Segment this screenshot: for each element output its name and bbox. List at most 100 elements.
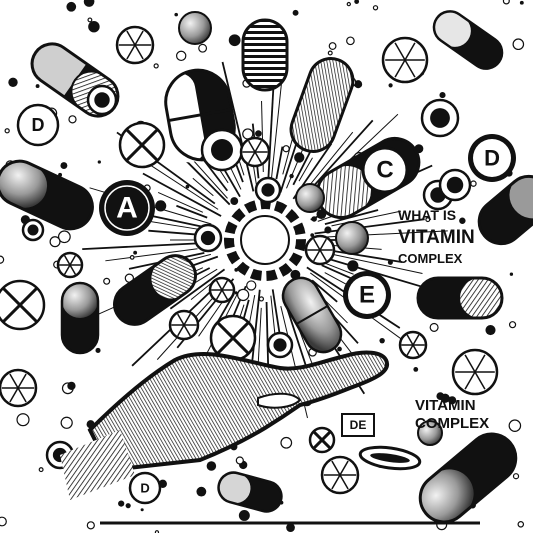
dot — [388, 83, 393, 88]
dot — [140, 508, 144, 512]
dot — [459, 217, 466, 224]
dot — [234, 291, 238, 295]
emblem-circle — [209, 314, 257, 362]
dot — [379, 337, 385, 344]
dot — [255, 130, 262, 137]
dot — [4, 128, 10, 134]
dot — [174, 12, 178, 17]
dot — [294, 152, 305, 163]
dot — [246, 280, 257, 291]
dot — [129, 255, 135, 260]
dot — [508, 419, 522, 432]
badge-e: E — [343, 271, 391, 319]
ray-line — [221, 61, 255, 192]
capsule-top-center-striped — [241, 18, 289, 92]
dot — [153, 63, 159, 69]
emblem-circle — [266, 331, 294, 359]
dot — [280, 436, 293, 449]
heading-line-2: VITAMIN — [398, 227, 475, 248]
emblem-circle — [208, 276, 236, 304]
ray-line — [275, 146, 284, 180]
ray-line — [314, 218, 425, 235]
emblem-circle — [335, 221, 369, 255]
dot — [387, 259, 393, 265]
heading-line-1: WHAT IS — [398, 207, 456, 223]
ray-line — [271, 289, 281, 335]
emblem-circle — [304, 234, 336, 266]
dot — [0, 255, 5, 264]
footer-line-2: COMPLEX — [415, 415, 489, 432]
dot — [57, 230, 71, 244]
ray-line — [169, 268, 226, 310]
dot — [324, 226, 332, 234]
dot — [88, 20, 100, 33]
dot — [509, 272, 514, 276]
emblem-circle — [178, 11, 212, 45]
capsule-right-horizontal — [416, 276, 504, 320]
dot — [311, 216, 317, 222]
ray-line — [181, 156, 231, 206]
ray-line — [266, 79, 275, 191]
emblem-circle — [193, 223, 223, 253]
dot — [337, 346, 342, 352]
dot — [67, 381, 76, 391]
badge-a-letter: A — [116, 192, 138, 225]
heading-block: WHAT IS VITAMIN COMPLEX — [398, 207, 475, 266]
dot — [470, 180, 477, 187]
dot — [125, 503, 131, 509]
badge-e-letter: E — [359, 282, 375, 309]
dot — [512, 38, 525, 51]
dot — [448, 396, 457, 405]
dot — [425, 217, 431, 223]
capsule-center-gray — [281, 276, 343, 354]
footer-line-1: VITAMIN — [415, 397, 476, 414]
ray-line — [148, 229, 204, 236]
badge-c: C — [361, 146, 409, 194]
dot — [328, 42, 337, 50]
dot — [228, 34, 241, 47]
capsule-bottom-right-large — [418, 432, 518, 524]
dot — [185, 184, 190, 189]
dot — [310, 233, 315, 238]
dot — [286, 523, 295, 532]
dot — [176, 50, 187, 62]
emblem-circle — [0, 279, 46, 331]
heading-line-3: COMPLEX — [398, 251, 463, 266]
capsule-left-middle — [0, 159, 94, 231]
footer-block: VITAMIN COMPLEX — [415, 397, 489, 432]
dot — [508, 321, 517, 329]
badge-d-top-right-letter: D — [484, 146, 500, 171]
dot — [258, 296, 265, 302]
badge-d-top-right: D — [468, 134, 516, 182]
emblem-circle — [254, 176, 282, 204]
ray-line — [82, 241, 216, 251]
dot — [519, 0, 524, 5]
ray-line — [311, 279, 338, 303]
dot — [66, 1, 77, 12]
dot — [429, 322, 439, 332]
dot — [502, 0, 510, 5]
dot — [60, 162, 68, 170]
emblem-circle — [56, 251, 84, 279]
ray-line — [331, 210, 402, 227]
dot — [440, 393, 450, 403]
emblem-circle — [420, 98, 460, 138]
badge-a: A — [99, 180, 155, 236]
dot — [196, 486, 207, 497]
dot — [237, 288, 250, 302]
emblem-circles — [0, 11, 499, 495]
dot — [155, 200, 167, 212]
emblem-circle — [115, 25, 155, 65]
dot — [346, 1, 351, 7]
badge-de-label: DE — [350, 418, 367, 432]
ray-line — [331, 253, 423, 274]
dot — [289, 173, 294, 179]
emblem-circle — [86, 84, 118, 116]
emblem-circle — [398, 330, 428, 360]
dot — [485, 325, 496, 336]
dot — [97, 160, 101, 164]
dot — [282, 145, 290, 153]
ray-line — [142, 172, 222, 217]
dot — [133, 250, 138, 255]
dot — [103, 277, 111, 285]
